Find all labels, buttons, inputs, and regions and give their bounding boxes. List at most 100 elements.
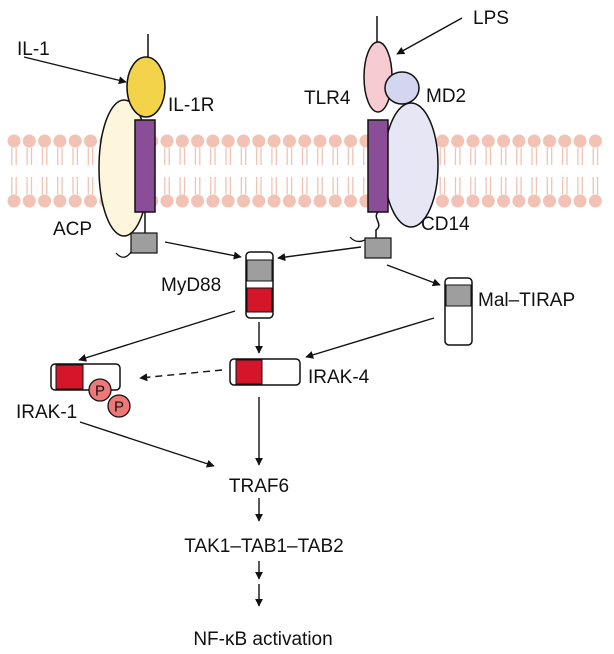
phospho-circle-1 — [88, 378, 112, 402]
lipid-head — [543, 134, 556, 148]
md2-label: MD2 — [426, 86, 466, 107]
lipid-head — [84, 134, 97, 148]
nfkb-activation-label: NF-κB activation — [193, 629, 332, 650]
lipid-head — [282, 134, 296, 148]
lipid-head — [344, 134, 358, 148]
lipid-head — [466, 134, 480, 148]
lipid-head — [22, 194, 36, 208]
lipid-head — [267, 134, 281, 148]
il1-label: IL-1 — [17, 39, 50, 60]
mal-tirap-adapter — [444, 277, 473, 346]
lipid-head — [237, 134, 250, 148]
lipid-head — [435, 134, 449, 148]
lipid-head — [160, 134, 174, 148]
il1-ligand — [126, 56, 166, 118]
lipid-head — [53, 134, 67, 148]
lipid-head — [344, 194, 358, 208]
lipid-head — [466, 194, 480, 208]
phospho-label-2: P — [114, 399, 124, 416]
lipid-head — [221, 134, 235, 148]
myd88-tir-domain — [246, 259, 273, 282]
cell-membrane — [7, 134, 602, 208]
il1-receptor-complex — [98, 34, 166, 258]
lipid-head — [206, 194, 220, 208]
md2-protein — [384, 71, 420, 105]
phospho-circle-2 — [107, 394, 131, 418]
lipid-head — [175, 194, 189, 208]
lipid-head — [160, 194, 174, 208]
lipid-head — [512, 194, 526, 208]
myd88-death-domain — [246, 287, 273, 313]
irak1-death-domain — [55, 364, 84, 390]
lipid-head — [451, 194, 465, 208]
lipid-head — [175, 134, 189, 148]
lipid-head — [38, 134, 52, 148]
il1r-tir-domain — [130, 232, 158, 254]
lipid-head — [573, 134, 587, 148]
lipid-head — [252, 194, 266, 208]
tlr4-label: TLR4 — [304, 88, 351, 109]
traf6-label: TRAF6 — [229, 476, 289, 497]
lipid-head — [588, 134, 602, 148]
il1r-label: IL-1R — [168, 95, 214, 116]
tlr4-transmembrane — [367, 119, 389, 213]
tlr4-to-myd88-arrow — [277, 246, 362, 262]
tlr4-receptor-complex — [349, 16, 439, 259]
lipid-head — [267, 194, 281, 208]
lipid-head — [313, 194, 327, 208]
lipid-head — [7, 194, 21, 208]
tlr4-tir-domain — [364, 237, 392, 259]
lps-to-tlr4-arrow — [396, 17, 463, 55]
lipid-head — [435, 194, 449, 208]
lipid-head — [221, 194, 235, 208]
signaling-arrows — [23, 17, 463, 607]
myd88-label: MyD88 — [161, 275, 221, 296]
irak4-to-irak1-dashed-arrow — [139, 369, 223, 382]
il1r-to-myd88-arrow — [164, 241, 242, 260]
lipid-head — [328, 194, 342, 208]
lipid-head — [7, 134, 21, 148]
il1-to-receptor-arrow — [23, 56, 127, 85]
lipid-head — [237, 194, 250, 208]
mal-tirap-to-irak4-arrow — [305, 317, 435, 359]
tlr4-linker — [375, 211, 380, 238]
irak1-label: IRAK-1 — [16, 402, 77, 423]
lipid-head — [328, 134, 342, 148]
lipid-head — [451, 134, 465, 148]
lipid-head — [558, 194, 572, 208]
lipid-head — [282, 194, 296, 208]
irak4-kinase — [229, 358, 301, 386]
irak4-label: IRAK-4 — [308, 367, 370, 388]
tlr4-tail — [349, 236, 366, 243]
lipid-head — [38, 194, 52, 208]
lipid-head — [191, 194, 205, 208]
lipid-head — [53, 194, 67, 208]
cd14-protein — [383, 102, 439, 228]
lipid-head — [68, 194, 82, 208]
il1r-transmembrane — [134, 119, 156, 213]
irak1-to-traf6-arrow — [79, 421, 215, 468]
lipid-head — [68, 134, 82, 148]
lipid-head — [481, 194, 495, 208]
irak4-death-domain — [235, 359, 263, 385]
phospho-label-1: P — [95, 383, 105, 400]
il1r-tail — [115, 251, 132, 258]
lipid-head — [84, 194, 97, 208]
lipid-head — [573, 194, 587, 208]
lipid-head — [527, 134, 541, 148]
lipid-head — [298, 134, 312, 148]
mal-tirap-label: Mal–TIRAP — [478, 290, 575, 311]
lipid-head — [191, 134, 205, 148]
lipid-head — [588, 194, 602, 208]
irak1-kinase: P P — [50, 363, 131, 418]
lipid-head — [313, 134, 327, 148]
myd88-adapter — [245, 251, 274, 319]
lipid-head — [22, 134, 36, 148]
lipid-head — [512, 134, 526, 148]
mal-tirap-tir-domain — [445, 284, 472, 307]
tak1-tab1-tab2-label: TAK1–TAB1–TAB2 — [184, 536, 343, 557]
lipid-head — [481, 134, 495, 148]
lipid-head — [206, 134, 220, 148]
acp-label: ACP — [53, 219, 92, 240]
